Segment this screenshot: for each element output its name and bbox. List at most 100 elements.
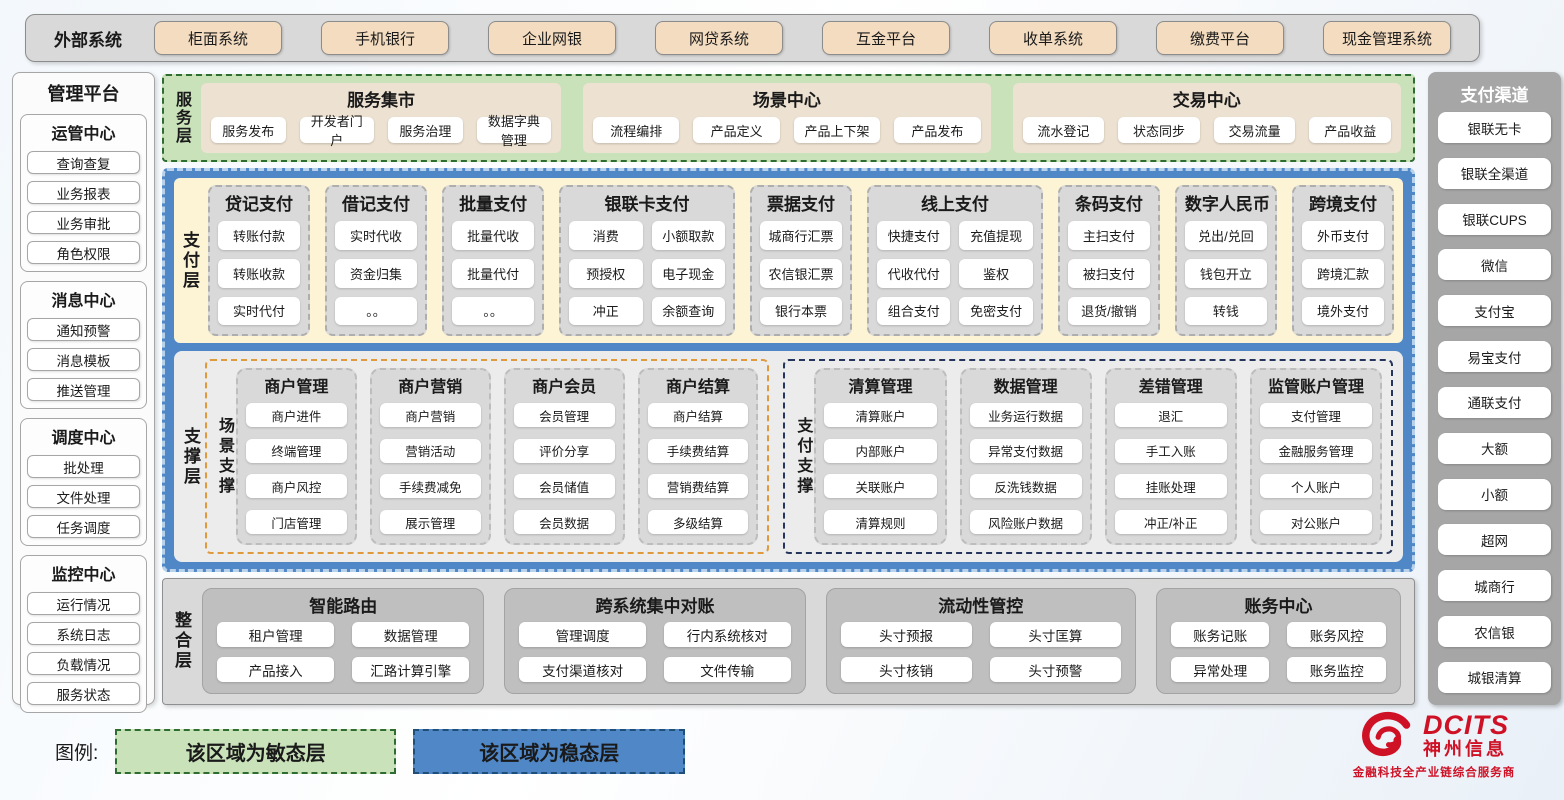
payment-channel-button[interactable]: 大额: [1438, 433, 1551, 464]
integration-item-button[interactable]: 行内系统核对: [664, 622, 791, 647]
payment-item-button[interactable]: 被扫支付: [1068, 259, 1150, 288]
support-item-button[interactable]: 会员数据: [514, 510, 615, 534]
external-system-button[interactable]: 企业网银: [488, 21, 616, 55]
support-item-button[interactable]: 退汇: [1115, 403, 1227, 427]
payment-channel-button[interactable]: 城商行: [1438, 570, 1551, 601]
support-item-button[interactable]: 手续费减免: [380, 474, 481, 498]
integration-item-button[interactable]: 支付渠道核对: [519, 657, 646, 682]
payment-item-button[interactable]: 预授权: [569, 259, 642, 288]
payment-channel-button[interactable]: 银联CUPS: [1438, 204, 1551, 235]
support-item-button[interactable]: 反洗钱数据: [970, 474, 1082, 498]
integration-item-button[interactable]: 产品接入: [217, 657, 334, 682]
integration-item-button[interactable]: 数据管理: [352, 622, 469, 647]
management-item-button[interactable]: 消息模板: [27, 348, 140, 371]
payment-channel-button[interactable]: 易宝支付: [1438, 341, 1551, 372]
service-item-button[interactable]: 产品收益: [1309, 117, 1391, 143]
support-item-button[interactable]: 个人账户: [1260, 474, 1372, 498]
support-item-button[interactable]: 金融服务管理: [1260, 439, 1372, 463]
support-item-button[interactable]: 异常支付数据: [970, 439, 1082, 463]
support-item-button[interactable]: 营销费结算: [648, 474, 749, 498]
payment-channel-button[interactable]: 通联支付: [1438, 387, 1551, 418]
payment-item-button[interactable]: 充值提现: [959, 221, 1032, 250]
payment-item-button[interactable]: 银行本票: [760, 297, 842, 326]
support-item-button[interactable]: 会员储值: [514, 474, 615, 498]
service-item-button[interactable]: 产品上下架: [794, 117, 880, 143]
management-item-button[interactable]: 运行情况: [27, 592, 140, 615]
payment-channel-button[interactable]: 超网: [1438, 524, 1551, 555]
payment-item-button[interactable]: 实时代收: [335, 221, 417, 250]
payment-item-button[interactable]: 钱包开立: [1185, 259, 1267, 288]
support-item-button[interactable]: 商户进件: [246, 403, 347, 427]
support-item-button[interactable]: 营销活动: [380, 439, 481, 463]
payment-item-button[interactable]: 城商行汇票: [760, 221, 842, 250]
support-item-button[interactable]: 清算账户: [824, 403, 936, 427]
service-item-button[interactable]: 交易流量: [1214, 117, 1296, 143]
service-item-button[interactable]: 产品发布: [894, 117, 980, 143]
management-item-button[interactable]: 文件处理: [27, 485, 140, 508]
service-item-button[interactable]: 流程编排: [593, 117, 679, 143]
support-item-button[interactable]: 业务运行数据: [970, 403, 1082, 427]
integration-item-button[interactable]: 账务监控: [1287, 657, 1386, 682]
external-system-button[interactable]: 现金管理系统: [1323, 21, 1451, 55]
support-item-button[interactable]: 清算规则: [824, 510, 936, 534]
integration-item-button[interactable]: 头寸预警: [990, 657, 1121, 682]
integration-item-button[interactable]: 账务风控: [1287, 622, 1386, 647]
external-system-button[interactable]: 网贷系统: [655, 21, 783, 55]
payment-item-button[interactable]: 资金归集: [335, 259, 417, 288]
support-item-button[interactable]: 手续费结算: [648, 439, 749, 463]
integration-item-button[interactable]: 头寸匡算: [990, 622, 1121, 647]
payment-channel-button[interactable]: 微信: [1438, 249, 1551, 280]
payment-item-button[interactable]: 转账付款: [218, 221, 300, 250]
payment-item-button[interactable]: 小额取款: [652, 221, 725, 250]
payment-item-button[interactable]: 转钱: [1185, 297, 1267, 326]
support-item-button[interactable]: 风险账户数据: [970, 510, 1082, 534]
payment-item-button[interactable]: 兑出/兑回: [1185, 221, 1267, 250]
management-item-button[interactable]: 服务状态: [27, 682, 140, 705]
payment-item-button[interactable]: 消费: [569, 221, 642, 250]
payment-item-button[interactable]: 转账收款: [218, 259, 300, 288]
support-item-button[interactable]: 商户结算: [648, 403, 749, 427]
payment-item-button[interactable]: 。。: [335, 297, 417, 326]
service-item-button[interactable]: 开发者门户: [300, 117, 375, 143]
management-item-button[interactable]: 系统日志: [27, 622, 140, 645]
payment-item-button[interactable]: 电子现金: [652, 259, 725, 288]
support-item-button[interactable]: 挂账处理: [1115, 474, 1227, 498]
external-system-button[interactable]: 互金平台: [822, 21, 950, 55]
payment-item-button[interactable]: 实时代付: [218, 297, 300, 326]
support-item-button[interactable]: 支付管理: [1260, 403, 1372, 427]
support-item-button[interactable]: 冲正/补正: [1115, 510, 1227, 534]
payment-channel-button[interactable]: 小额: [1438, 479, 1551, 510]
payment-item-button[interactable]: 。。: [452, 297, 534, 326]
support-item-button[interactable]: 对公账户: [1260, 510, 1372, 534]
payment-item-button[interactable]: 代收代付: [877, 259, 950, 288]
service-item-button[interactable]: 流水登记: [1023, 117, 1105, 143]
external-system-button[interactable]: 手机银行: [321, 21, 449, 55]
payment-item-button[interactable]: 境外支付: [1302, 297, 1384, 326]
support-item-button[interactable]: 终端管理: [246, 439, 347, 463]
payment-item-button[interactable]: 主扫支付: [1068, 221, 1150, 250]
integration-item-button[interactable]: 管理调度: [519, 622, 646, 647]
payment-item-button[interactable]: 余额查询: [652, 297, 725, 326]
management-item-button[interactable]: 业务报表: [27, 181, 140, 204]
payment-item-button[interactable]: 外币支付: [1302, 221, 1384, 250]
integration-item-button[interactable]: 头寸预报: [841, 622, 972, 647]
support-item-button[interactable]: 手工入账: [1115, 439, 1227, 463]
payment-item-button[interactable]: 农信银汇票: [760, 259, 842, 288]
payment-item-button[interactable]: 跨境汇款: [1302, 259, 1384, 288]
payment-item-button[interactable]: 快捷支付: [877, 221, 950, 250]
support-item-button[interactable]: 内部账户: [824, 439, 936, 463]
service-item-button[interactable]: 产品定义: [693, 117, 779, 143]
management-item-button[interactable]: 批处理: [27, 455, 140, 478]
management-item-button[interactable]: 业务审批: [27, 211, 140, 234]
support-item-button[interactable]: 商户风控: [246, 474, 347, 498]
payment-item-button[interactable]: 组合支付: [877, 297, 950, 326]
payment-channel-button[interactable]: 银联无卡: [1438, 112, 1551, 143]
external-system-button[interactable]: 缴费平台: [1156, 21, 1284, 55]
support-item-button[interactable]: 评价分享: [514, 439, 615, 463]
management-item-button[interactable]: 查询查复: [27, 151, 140, 174]
support-item-button[interactable]: 门店管理: [246, 510, 347, 534]
service-item-button[interactable]: 服务治理: [388, 117, 463, 143]
support-item-button[interactable]: 多级结算: [648, 510, 749, 534]
external-system-button[interactable]: 柜面系统: [154, 21, 282, 55]
service-item-button[interactable]: 数据字典管理: [477, 117, 552, 143]
